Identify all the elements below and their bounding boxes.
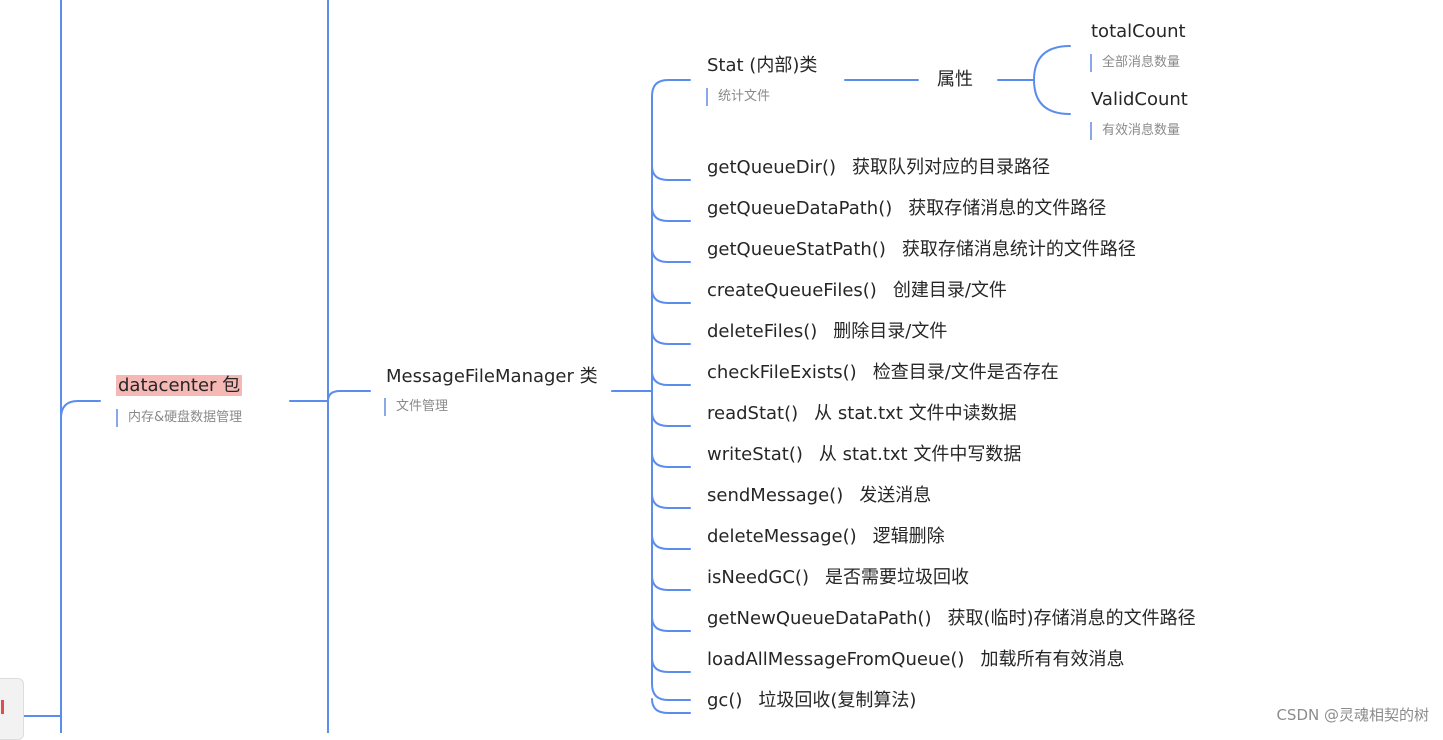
method-desc: 是否需要垃圾回收 — [824, 567, 969, 588]
method-node[interactable]: readStat() 从 stat.txt 文件中读数据 — [707, 402, 1017, 426]
method-stub — [651, 575, 691, 591]
method-node[interactable]: getQueueDir() 获取队列对应的目录路径 — [707, 156, 1050, 180]
method-name: getQueueDir() — [707, 157, 836, 178]
method-node[interactable]: checkFileExists() 检查目录/文件是否存在 — [707, 361, 1059, 385]
method-name: sendMessage() — [707, 485, 844, 506]
method-node[interactable]: isNeedGC() 是否需要垃圾回收 — [707, 566, 969, 590]
method-node[interactable]: loadAllMessageFromQueue() 加载所有有效消息 — [707, 648, 1124, 672]
method-name: loadAllMessageFromQueue() — [707, 649, 965, 670]
method-desc: 删除目录/文件 — [833, 321, 948, 342]
stat-node-title[interactable]: Stat (内部)类 — [707, 55, 818, 76]
method-stub — [651, 616, 691, 632]
method-stub — [651, 329, 691, 345]
field-total-count-note: 全部消息数量 — [1090, 54, 1180, 72]
method-stub — [651, 534, 691, 550]
class-branch-curve — [327, 390, 371, 402]
method-node[interactable]: gc() 垃圾回收(复制算法) — [707, 689, 916, 713]
method-stub — [651, 288, 691, 304]
methods-spine — [651, 79, 691, 701]
method-stub — [651, 698, 691, 714]
method-name: readStat() — [707, 403, 799, 424]
method-node[interactable]: deleteMessage() 逻辑删除 — [707, 525, 945, 549]
method-node[interactable]: getQueueDataPath() 获取存储消息的文件路径 — [707, 197, 1106, 221]
field-valid-count-note: 有效消息数量 — [1090, 122, 1180, 140]
root-branch-curve — [60, 400, 101, 419]
method-desc: 创建目录/文件 — [892, 280, 1007, 301]
method-stub — [651, 247, 691, 263]
method-desc: 获取(临时)存储消息的文件路径 — [947, 608, 1196, 629]
root-node-note: 内存&硬盘数据管理 — [116, 409, 242, 427]
method-name: writeStat() — [707, 444, 803, 465]
class-node-title[interactable]: MessageFileManager 类 — [386, 366, 598, 387]
method-name: getNewQueueDataPath() — [707, 608, 932, 629]
method-stub — [651, 411, 691, 427]
method-name: deleteFiles() — [707, 321, 818, 342]
method-desc: 获取存储消息统计的文件路径 — [901, 239, 1136, 260]
method-name: deleteMessage() — [707, 526, 857, 547]
method-name: gc() — [707, 690, 743, 711]
method-node[interactable]: deleteFiles() 删除目录/文件 — [707, 320, 947, 344]
method-desc: 检查目录/文件是否存在 — [872, 362, 1059, 383]
offscreen-node-card — [0, 678, 24, 740]
watermark: CSDN @灵魂相契的树 — [1276, 706, 1429, 724]
method-desc: 从 stat.txt 文件中写数据 — [818, 444, 1022, 465]
field-total-count[interactable]: totalCount — [1091, 21, 1186, 42]
method-stub — [651, 452, 691, 468]
offscreen-node-marker — [1, 700, 4, 714]
method-node[interactable]: getNewQueueDataPath() 获取(临时)存储消息的文件路径 — [707, 607, 1196, 631]
method-desc: 从 stat.txt 文件中读数据 — [814, 403, 1017, 424]
method-desc: 发送消息 — [859, 485, 932, 506]
stat-node-note: 统计文件 — [706, 88, 770, 106]
field-valid-count[interactable]: ValidCount — [1091, 89, 1188, 110]
method-node[interactable]: sendMessage() 发送消息 — [707, 484, 931, 508]
method-name: isNeedGC() — [707, 567, 809, 588]
method-stub — [651, 165, 691, 181]
root-node-highlight: datacenter 包 — [116, 375, 243, 396]
method-name: createQueueFiles() — [707, 280, 877, 301]
method-desc: 垃圾回收(复制算法) — [758, 690, 917, 711]
method-desc: 获取存储消息的文件路径 — [908, 198, 1107, 219]
method-stub — [651, 206, 691, 222]
method-desc: 加载所有有效消息 — [980, 649, 1125, 670]
method-node[interactable]: getQueueStatPath() 获取存储消息统计的文件路径 — [707, 238, 1136, 262]
method-desc: 获取队列对应的目录路径 — [852, 157, 1050, 178]
class-node-note: 文件管理 — [384, 398, 448, 416]
method-stubs — [651, 165, 691, 714]
method-desc: 逻辑删除 — [872, 526, 945, 547]
property-node[interactable]: 属性 — [937, 69, 973, 90]
method-node[interactable]: writeStat() 从 stat.txt 文件中写数据 — [707, 443, 1021, 467]
method-name: getQueueDataPath() — [707, 198, 893, 219]
method-name: getQueueStatPath() — [707, 239, 886, 260]
root-node-title[interactable]: datacenter 包 — [116, 374, 243, 398]
method-node[interactable]: createQueueFiles() 创建目录/文件 — [707, 279, 1007, 303]
fields-branch — [1032, 45, 1071, 115]
method-name: checkFileExists() — [707, 362, 857, 383]
method-stub — [651, 657, 691, 673]
method-stub — [651, 493, 691, 509]
method-stub — [651, 370, 691, 386]
